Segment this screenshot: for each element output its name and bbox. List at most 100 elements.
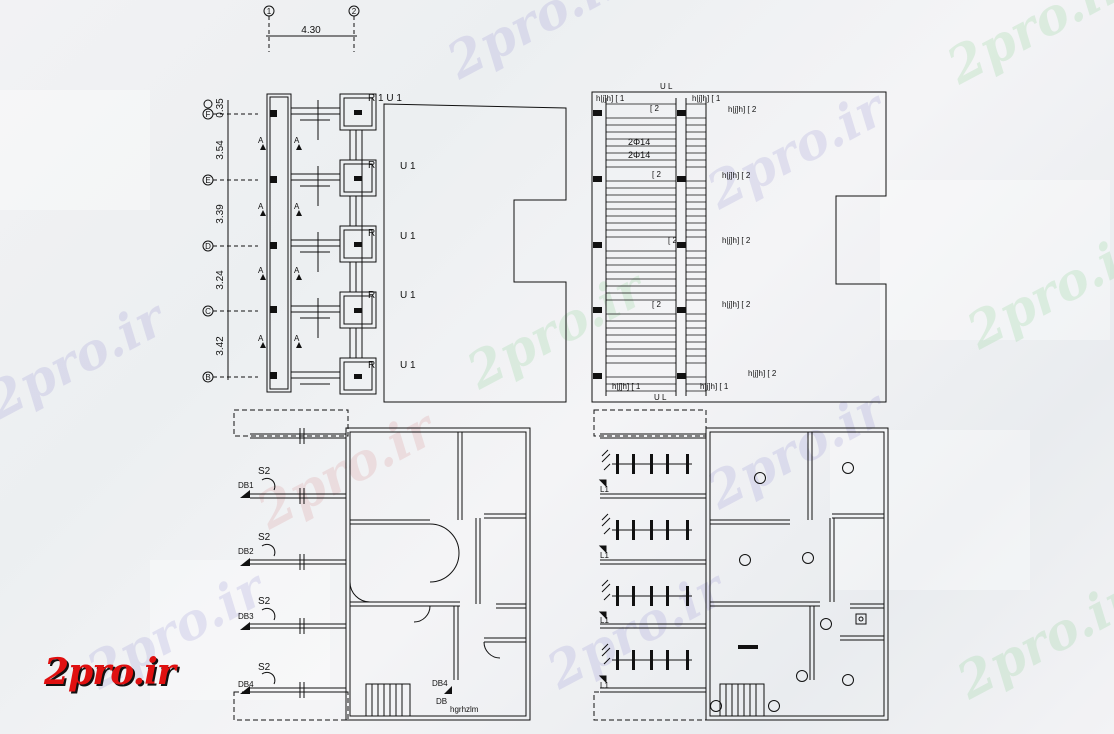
room-label: R: [368, 228, 375, 239]
beam-tag: [ 2: [652, 300, 661, 309]
dim-label: 3.42: [215, 336, 226, 356]
stairs: [365, 683, 411, 717]
plan1-framing: [266, 93, 567, 403]
luminaire-tube: [632, 520, 635, 540]
db-label: DB2: [238, 547, 254, 556]
plan2-outline: [591, 91, 887, 403]
grid-bubble-b: B: [205, 373, 210, 382]
plan2-bottom-label: U L: [654, 393, 667, 402]
luminaire-tube: [632, 454, 635, 474]
dim-label: 0.35: [215, 98, 226, 118]
room-label: R: [368, 160, 375, 171]
grid-bubble-e: E: [205, 176, 210, 185]
dim-span: 4.30: [301, 25, 321, 36]
light-circuit-label: L1: [600, 681, 609, 690]
rebar-label: 2Φ14: [628, 137, 650, 147]
fixture-bar: [738, 645, 758, 649]
side-grid: [202, 99, 258, 383]
grid-bubble-1: 1: [267, 7, 272, 16]
db-label: DB4: [238, 680, 254, 689]
plan3-walls: [233, 409, 531, 721]
luminaire-tube: [686, 586, 689, 606]
luminaire-tube: [650, 454, 653, 474]
joist-tag: h|j]h] [ 2: [722, 300, 751, 309]
section-mark: A: [294, 202, 300, 211]
section-mark: A: [294, 136, 300, 145]
beam-tag: [ 2: [650, 104, 659, 113]
u-label: U 1: [400, 231, 416, 242]
room-label: R: [368, 290, 375, 301]
bg-tile: [830, 430, 1030, 590]
luminaire-tube: [632, 650, 635, 670]
top-grid: [263, 5, 360, 52]
joist-tag: h|j]h] [ 1: [612, 382, 641, 391]
switch-label: S2: [258, 662, 271, 673]
luminaire-tube: [632, 586, 635, 606]
joist-tag: h|j]h] [ 1: [700, 382, 729, 391]
db-label: DB1: [238, 481, 254, 490]
u-label: U 1: [400, 290, 416, 301]
joist-tag: h|j]h] [ 2: [722, 171, 751, 180]
linear-luminaires: [612, 454, 692, 670]
switch-label: S2: [258, 532, 271, 543]
grid-bubble-f: F: [206, 110, 211, 119]
plan2-top-label: U L: [660, 82, 673, 91]
u-label: U 1: [400, 360, 416, 371]
joist-tag: h|j]h] [ 1: [692, 94, 721, 103]
joist-tag: h|j]h] [ 2: [728, 105, 757, 114]
joist-tag: h|j]h] [ 2: [722, 236, 751, 245]
plan1-columns: [270, 110, 362, 379]
light-circuit-label: L1: [600, 616, 609, 625]
grid-bubble-2: 2: [352, 7, 357, 16]
section-arrows: [260, 144, 302, 348]
luminaire-tube: [616, 650, 619, 670]
plan4-walls: [593, 409, 889, 721]
beam-tag: [ 2: [652, 170, 661, 179]
brand-logo[interactable]: 2pro.ir: [44, 651, 176, 693]
switch-label: S2: [258, 596, 271, 607]
plan2-joists: [606, 103, 706, 392]
joist-tag: h|j]h] [ 2: [748, 369, 777, 378]
dim-label: 3.54: [215, 140, 226, 160]
db-label: DB3: [238, 612, 254, 621]
section-mark: A: [258, 334, 264, 343]
luminaire-tube: [666, 454, 669, 474]
section-mark: A: [258, 266, 264, 275]
luminaire-tube: [686, 650, 689, 670]
db-label: DB: [436, 697, 447, 706]
light-circuit-label: L1: [600, 485, 609, 494]
plan4-stairs: [719, 683, 765, 717]
section-mark: A: [258, 136, 264, 145]
rebar-label: 2Φ14: [628, 150, 650, 160]
dim-label: 3.39: [215, 204, 226, 224]
luminaire-tube: [650, 586, 653, 606]
luminaire-tube: [686, 454, 689, 474]
r1u1-label: R 1 U 1: [368, 93, 402, 104]
section-mark: A: [294, 334, 300, 343]
luminaire-tube: [666, 586, 669, 606]
luminaire-tube: [650, 650, 653, 670]
plan2-columns: [593, 110, 686, 379]
luminaire-tube: [616, 520, 619, 540]
bg-tile: [880, 180, 1110, 340]
room-label: R: [368, 360, 375, 371]
joist-tag: h|j]h] [ 1: [596, 94, 625, 103]
luminaire-tube: [616, 586, 619, 606]
switch-label: S2: [258, 466, 271, 477]
luminaire-tube: [666, 520, 669, 540]
luminaire-tube: [686, 520, 689, 540]
grid-bubble-d: D: [205, 242, 211, 251]
luminaire-tube: [650, 520, 653, 540]
luminaire-tube: [666, 650, 669, 670]
db-panels: [240, 490, 452, 694]
light-circuit-label: L1: [600, 551, 609, 560]
db-label: DB4: [432, 679, 448, 688]
ceiling-lights: [710, 462, 864, 712]
switch-symbols: [261, 428, 305, 698]
luminaire-tube: [616, 454, 619, 474]
plan-note: hgrhzlm: [450, 705, 479, 714]
grid-bubble-c: C: [205, 307, 211, 316]
section-mark: A: [258, 202, 264, 211]
dim-label: 3.24: [215, 270, 226, 290]
